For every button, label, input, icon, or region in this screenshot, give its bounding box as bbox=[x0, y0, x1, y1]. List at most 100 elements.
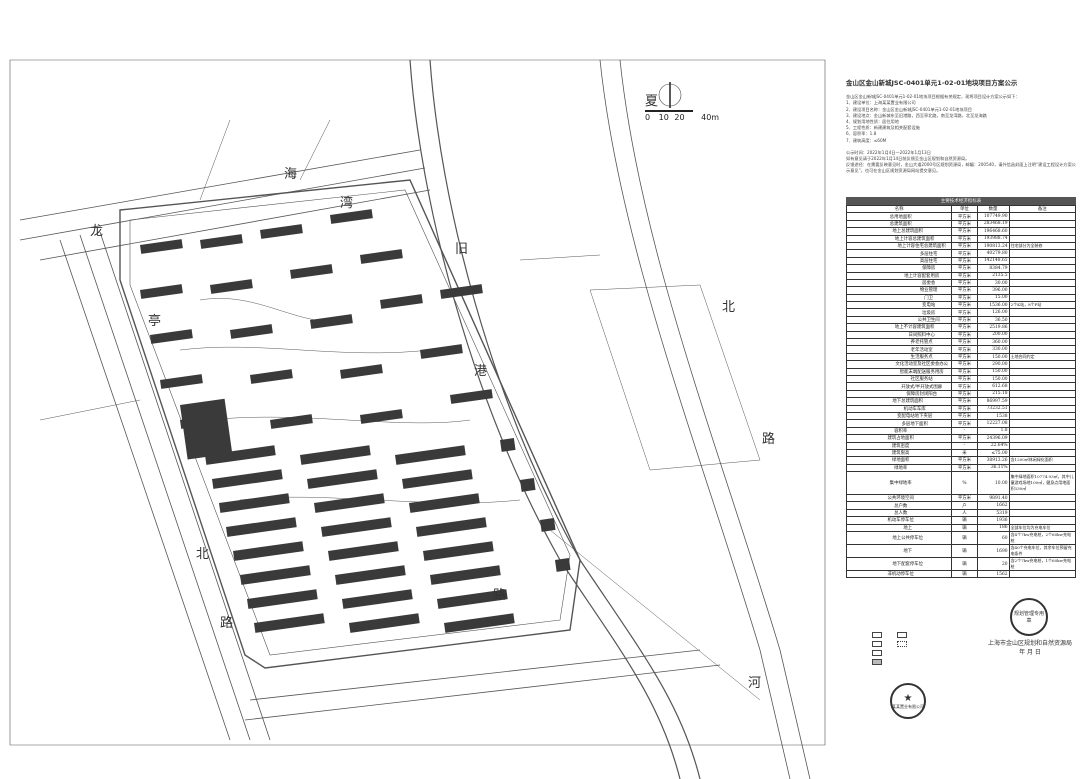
road-label: 路 bbox=[762, 432, 776, 447]
cell-note bbox=[1008, 323, 1077, 332]
table-caption: 主要技术经济指标表 bbox=[846, 197, 1076, 205]
cell-note bbox=[1008, 374, 1077, 384]
building bbox=[422, 541, 494, 561]
cell-unit: 平方米 bbox=[951, 419, 978, 428]
road-label: 路 bbox=[493, 588, 507, 603]
cell-unit: 平方米 bbox=[951, 352, 978, 362]
cell-note bbox=[1008, 463, 1077, 473]
cell-unit: 平方米 bbox=[951, 494, 978, 503]
cell-note: 土地合同约定 bbox=[1008, 352, 1077, 362]
internal-road bbox=[179, 298, 521, 504]
cell-name: 容积率 bbox=[845, 426, 953, 436]
cell-value: 196468.60 bbox=[976, 227, 1010, 236]
cell-value: 1536.00 bbox=[976, 301, 1010, 310]
cell-value: 142148.65 bbox=[976, 256, 1010, 266]
cell-name: 绿地率 bbox=[845, 463, 953, 473]
cell-note bbox=[1008, 448, 1077, 458]
drawing-frame bbox=[9, 59, 826, 746]
cell-unit: 米 bbox=[951, 448, 978, 458]
cell-note bbox=[1008, 389, 1077, 399]
building bbox=[150, 329, 193, 344]
cell-name: 机动车车库 bbox=[845, 404, 953, 413]
cell-unit: 平方米 bbox=[951, 219, 978, 229]
building bbox=[250, 369, 293, 384]
cell-note bbox=[1008, 234, 1077, 243]
cell-value: 283468.19 bbox=[976, 219, 1010, 229]
road-label: 亭 bbox=[148, 314, 162, 329]
building bbox=[310, 314, 353, 329]
river-line bbox=[409, 59, 701, 779]
cell-value: 1662 bbox=[976, 501, 1010, 510]
cell-unit: 辆 bbox=[951, 569, 978, 579]
building bbox=[555, 558, 571, 572]
cell-note bbox=[1008, 330, 1077, 340]
cell-unit: 平方米 bbox=[951, 463, 978, 473]
building bbox=[270, 414, 313, 429]
cell-value: 73232.51 bbox=[976, 404, 1010, 413]
cell-unit: 平方米 bbox=[951, 278, 978, 288]
building bbox=[415, 517, 487, 537]
cell-note bbox=[1008, 367, 1077, 377]
road-label: 港 bbox=[474, 364, 488, 379]
road-line bbox=[244, 649, 721, 721]
cell-name: 地下配套停车位 bbox=[845, 557, 953, 572]
road-label: 夏 bbox=[645, 94, 659, 109]
cell-value: 1562 bbox=[976, 569, 1010, 579]
cell-name: 地上计容住宅总建筑面积 bbox=[845, 241, 953, 251]
authority-date: 年 月 日 bbox=[1019, 649, 1041, 656]
cell-note: 含4个7kw充电桩，2个60kw充电桩 bbox=[1008, 531, 1077, 546]
seal-text: 某某置业有限公司 bbox=[892, 703, 924, 709]
cell-name: 公共卫生间 bbox=[845, 315, 953, 325]
cell-note: 含40个充电车位，其余车位预留充电条件 bbox=[1008, 544, 1077, 559]
cell-value: 1690 bbox=[976, 544, 1010, 559]
road-label: 湾 bbox=[340, 196, 354, 211]
cell-note bbox=[1008, 434, 1077, 443]
cell-name: 集中绿地率 bbox=[845, 471, 953, 496]
scale-tick: 0 bbox=[645, 113, 651, 122]
cell-unit: 平方米 bbox=[951, 256, 978, 266]
cell-name: 地上总建筑面积 bbox=[845, 227, 953, 236]
cell-name: 绿地面积 bbox=[845, 456, 953, 465]
road-label: 海 bbox=[284, 167, 298, 182]
cell-note bbox=[1008, 494, 1077, 503]
building bbox=[440, 284, 483, 299]
cell-value: 86997.59 bbox=[976, 397, 1010, 406]
cell-note bbox=[1008, 569, 1077, 579]
cell-note bbox=[1008, 212, 1077, 221]
cell-unit: 平方米 bbox=[951, 271, 978, 280]
building bbox=[380, 294, 423, 309]
cell-unit: 辆 bbox=[951, 544, 978, 559]
building bbox=[436, 589, 508, 609]
cell-name: 垃圾房 bbox=[845, 308, 953, 317]
building bbox=[212, 469, 283, 489]
cell-name: 建筑密度 bbox=[845, 441, 953, 450]
building bbox=[219, 493, 290, 513]
cell-unit: - bbox=[951, 426, 978, 436]
authority-block: 上海市金山区规划和自然资源局 年 月 日 bbox=[985, 638, 1075, 656]
cell-name: 总用地面积 bbox=[845, 212, 953, 221]
building bbox=[307, 469, 378, 489]
cell-note: 全部车位均为充电车位 bbox=[1008, 523, 1077, 533]
building bbox=[140, 239, 183, 254]
cell-note bbox=[1008, 271, 1077, 280]
cell-value: 36.50 bbox=[976, 315, 1010, 325]
cell-note: 住宅部分为全装修 bbox=[1008, 241, 1077, 251]
cell-name: 建筑限高 bbox=[845, 448, 953, 458]
cell-unit: 平方米 bbox=[951, 382, 978, 391]
building bbox=[430, 565, 501, 585]
cell-unit: 人 bbox=[951, 508, 978, 518]
cell-name: 总人数 bbox=[845, 508, 953, 518]
